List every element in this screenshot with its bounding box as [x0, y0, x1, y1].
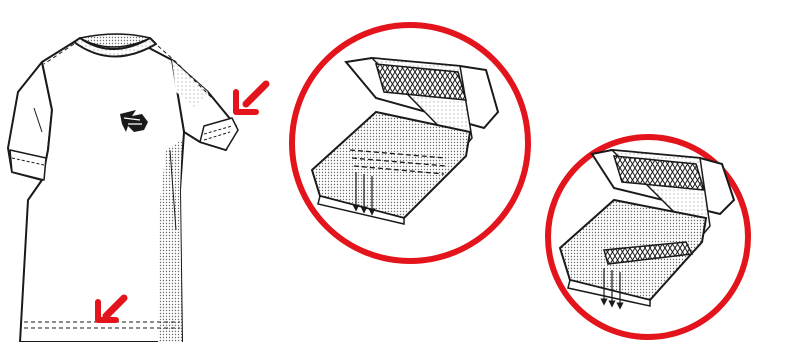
detail-circle-coverstitch: [548, 137, 748, 337]
detail-circle-straight-stitch: [292, 25, 528, 261]
arrow-down-left-icon: [236, 84, 266, 112]
